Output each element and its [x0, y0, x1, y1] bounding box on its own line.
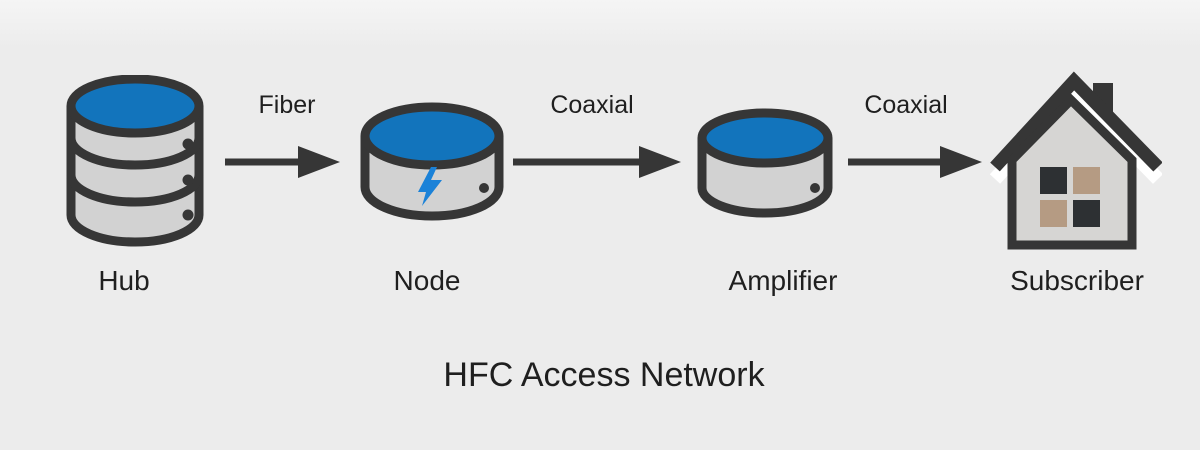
window-pane-dark: [1073, 200, 1100, 227]
hub-top-disc: [66, 75, 204, 138]
hub-database-icon: [66, 75, 204, 247]
optical-node-icon: [360, 102, 504, 221]
indicator-dot: [182, 174, 194, 186]
subscriber-label: Subscriber: [1010, 265, 1144, 296]
indicator-dot: [479, 183, 489, 193]
lightning-bolt-icon: [418, 167, 442, 206]
fiber-label: Fiber: [258, 91, 316, 119]
fiber-arrow: [225, 146, 340, 178]
amplifier-top-disc: [697, 108, 833, 168]
arrow-shaft: [848, 158, 944, 166]
arrow-shaft: [225, 158, 302, 166]
window-pane-tan: [1040, 200, 1067, 227]
arrow-head: [940, 146, 982, 178]
hub-tier-band: [66, 137, 204, 170]
amplifier-icon: [697, 108, 833, 218]
arrow-shaft: [513, 158, 643, 166]
hub-body: [66, 106, 204, 247]
coaxial-arrow-2: [848, 146, 982, 178]
hub-label: Hub: [98, 265, 150, 296]
window-pane-dark: [1040, 167, 1067, 194]
indicator-dot: [182, 138, 194, 150]
coaxial-label-2: Coaxial: [864, 91, 948, 119]
node-label: Node: [393, 265, 461, 296]
indicator-dot: [182, 209, 194, 221]
coaxial-label-1: Coaxial: [550, 91, 634, 119]
amplifier-label: Amplifier: [728, 265, 838, 296]
outer-roof: [990, 71, 1162, 172]
coaxial-arrow-1: [513, 146, 681, 178]
arrow-head: [298, 146, 340, 178]
node-top-disc: [360, 102, 504, 170]
arrow-head: [639, 146, 681, 178]
house-icon: [989, 71, 1162, 250]
indicator-dot: [810, 183, 820, 193]
window-pane-tan: [1073, 167, 1100, 194]
hub-tier-band: [66, 174, 204, 207]
diagram-title: HFC Access Network: [443, 356, 765, 394]
